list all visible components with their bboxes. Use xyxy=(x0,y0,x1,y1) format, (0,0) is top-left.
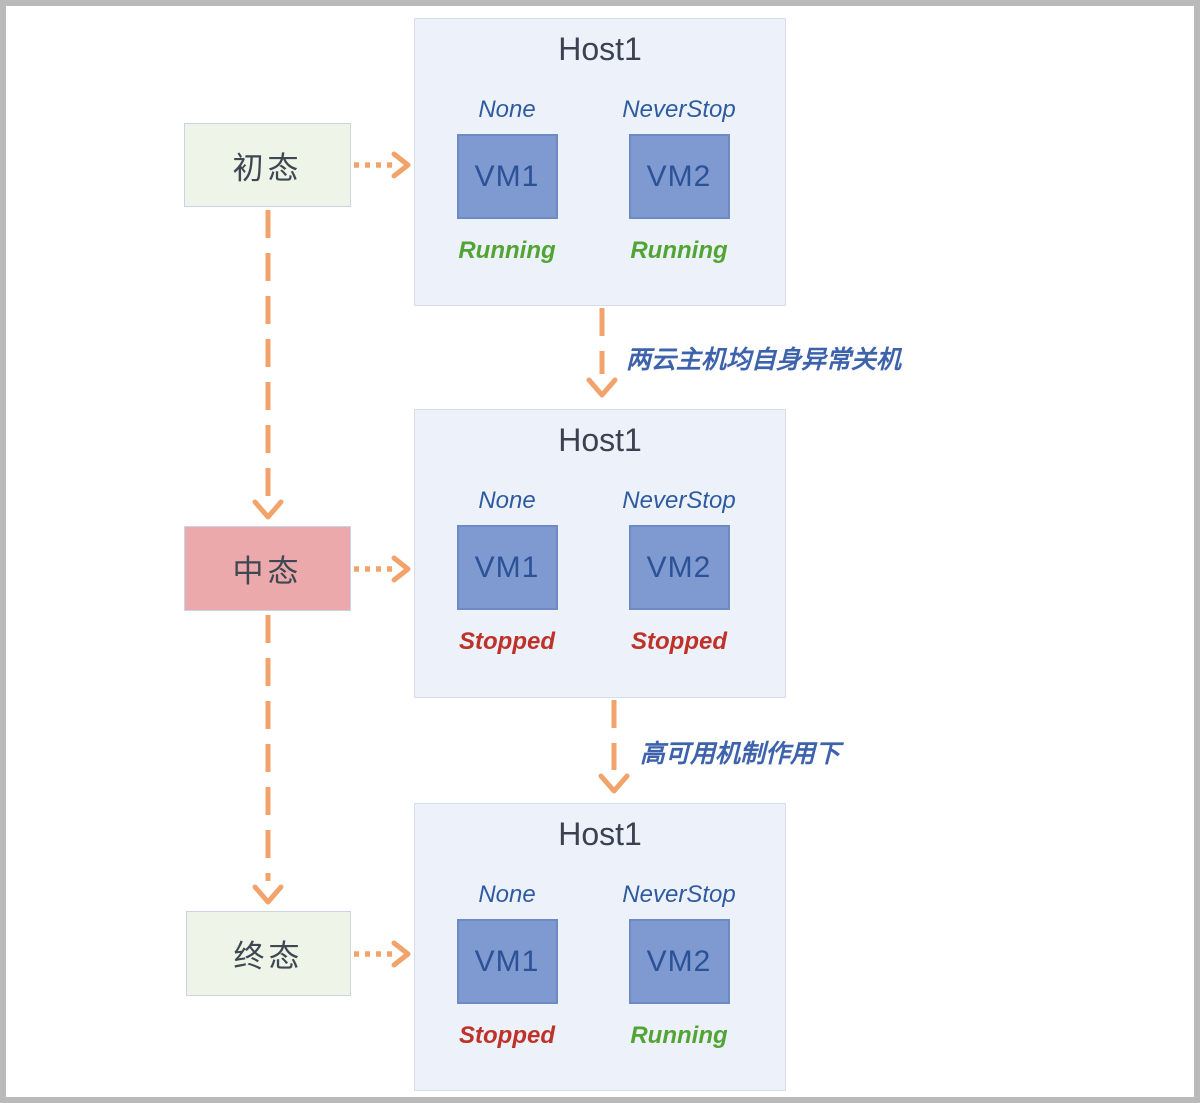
vm-box-vm2: VM2 xyxy=(628,134,730,219)
vm-name: VM2 xyxy=(646,159,712,193)
dotted-arrow-final-to-host xyxy=(354,940,411,968)
state-box-middle: 中态 xyxy=(184,526,351,611)
dotted-arrow-middle-to-host xyxy=(354,555,411,583)
vm-policy-label: None xyxy=(478,881,536,908)
vm-group-vm2: NeverStop VM2 Running xyxy=(609,96,749,265)
dotted-arrow-initial-to-host xyxy=(354,151,411,179)
vm-status-label: Running xyxy=(458,237,556,264)
state-label-final: 终态 xyxy=(233,939,304,974)
host-box-final: Host1 None VM1 Stopped NeverStop VM2 Run… xyxy=(414,803,786,1091)
vm-name: VM1 xyxy=(474,550,540,584)
vm-name: VM2 xyxy=(646,944,712,978)
vm-name: VM2 xyxy=(646,550,712,584)
vm-box-vm2: VM2 xyxy=(628,525,730,610)
host-box-middle: Host1 None VM1 Stopped NeverStop VM2 Sto… xyxy=(414,409,786,698)
vm-policy-label: None xyxy=(478,96,536,123)
transition-label-ha-mechanism: 高可用机制作用下 xyxy=(640,740,841,768)
host-box-initial: Host1 None VM1 Running NeverStop VM2 Run… xyxy=(414,18,786,306)
vm-status-label: Running xyxy=(630,237,728,264)
vm-box-vm1: VM1 xyxy=(456,134,558,219)
state-box-final: 终态 xyxy=(186,911,351,996)
state-label-middle: 中态 xyxy=(232,554,303,589)
host-title: Host1 xyxy=(558,816,642,852)
dashed-arrow-initial-to-middle xyxy=(252,210,284,520)
vm-row: None VM1 Running NeverStop VM2 Running xyxy=(415,96,785,265)
vm-group-vm1: None VM1 Running xyxy=(437,96,577,265)
host-title: Host1 xyxy=(558,422,642,458)
vm-status-label: Stopped xyxy=(459,628,555,655)
vm-name: VM1 xyxy=(474,159,540,193)
vm-box-vm1: VM1 xyxy=(456,525,558,610)
vm-group-vm2: NeverStop VM2 Stopped xyxy=(609,487,749,656)
dashed-arrow-host2-to-host3 xyxy=(598,700,630,794)
vm-name: VM1 xyxy=(474,944,540,978)
dashed-arrow-host1-to-host2 xyxy=(586,308,618,398)
vm-policy-label: NeverStop xyxy=(622,96,736,123)
vm-group-vm1: None VM1 Stopped xyxy=(437,881,577,1050)
transition-label-abnormal-shutdown: 两云主机均自身异常关机 xyxy=(626,346,902,374)
vm-box-vm1: VM1 xyxy=(456,919,558,1004)
vm-status-label: Stopped xyxy=(631,628,727,655)
vm-group-vm1: None VM1 Stopped xyxy=(437,487,577,656)
host-title: Host1 xyxy=(558,31,642,67)
vm-status-label: Stopped xyxy=(459,1022,555,1049)
vm-row: None VM1 Stopped NeverStop VM2 Running xyxy=(415,881,785,1050)
vm-box-vm2: VM2 xyxy=(628,919,730,1004)
dashed-arrow-middle-to-final xyxy=(252,615,284,905)
vm-row: None VM1 Stopped NeverStop VM2 Stopped xyxy=(415,487,785,656)
vm-group-vm2: NeverStop VM2 Running xyxy=(609,881,749,1050)
state-label-initial: 初态 xyxy=(232,150,303,186)
vm-policy-label: NeverStop xyxy=(622,881,736,908)
vm-policy-label: NeverStop xyxy=(622,487,736,514)
vm-status-label: Running xyxy=(630,1022,728,1049)
vm-policy-label: None xyxy=(478,487,536,514)
state-box-initial: 初态 xyxy=(184,123,351,207)
